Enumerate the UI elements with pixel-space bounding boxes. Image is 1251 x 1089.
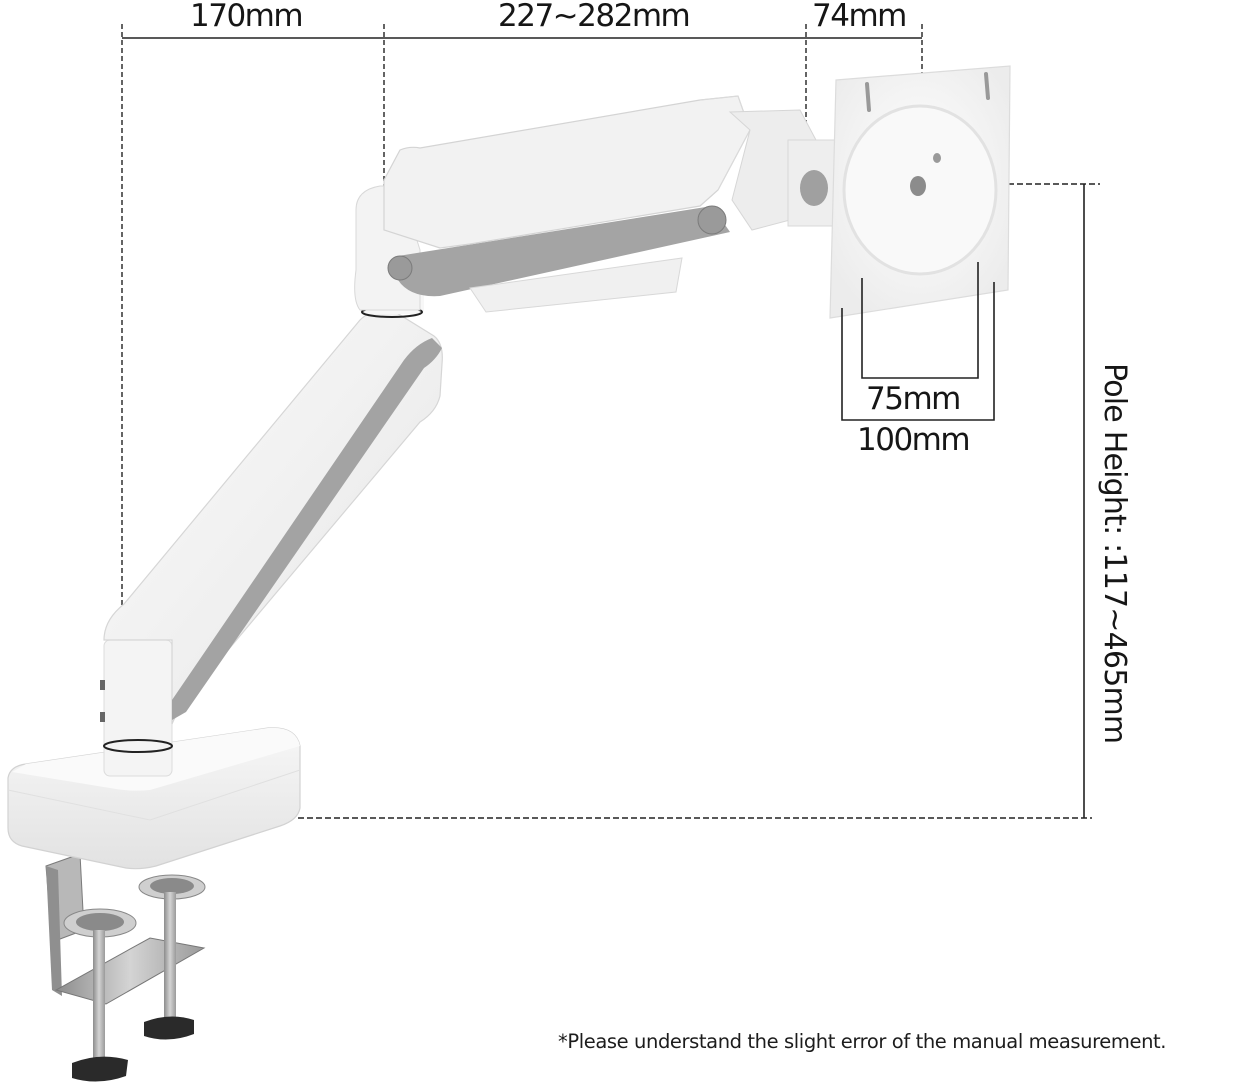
pole-height-text: Pole Height: :117~465mm xyxy=(1097,363,1132,744)
desk-clamp xyxy=(45,853,206,1082)
upper-arm-reach-label: 227~282mm xyxy=(498,0,691,34)
vesa-plate xyxy=(829,65,1011,319)
upper-arm xyxy=(354,95,837,313)
lower-arm-reach-label: 170mm xyxy=(190,0,304,34)
pole-height-label: Pole Height: :117~465mm xyxy=(1093,363,1133,773)
vesa-75-label: 75mm xyxy=(866,381,961,417)
measurement-disclaimer: *Please understand the slight error of t… xyxy=(558,1030,1167,1053)
top-dimension-lines xyxy=(121,24,923,648)
vesa-dimension-lines xyxy=(841,262,995,421)
lower-arm xyxy=(100,290,443,777)
tilt-head-depth-label: 74mm xyxy=(812,0,907,34)
vesa-100-label: 100mm xyxy=(857,422,971,458)
